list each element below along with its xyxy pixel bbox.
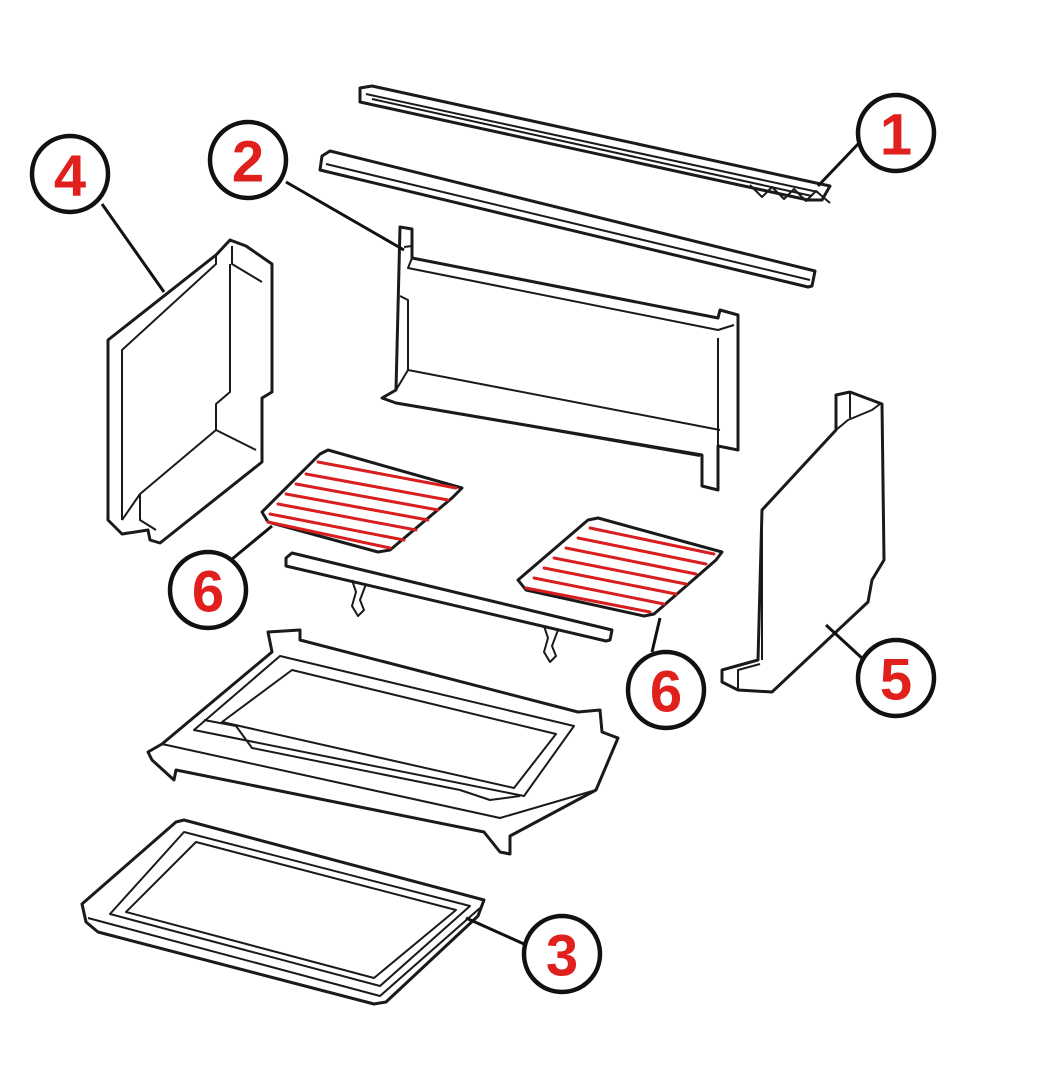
grate-frame-part (146, 628, 620, 856)
callout-circle (855, 637, 937, 719)
leader-1 (816, 140, 862, 188)
ash-pan-part (80, 818, 486, 1006)
callout-number-2: 2 (232, 130, 264, 195)
right-side-brick-part (720, 390, 886, 694)
leader-6a (225, 524, 273, 566)
callout-3: 3 (521, 913, 603, 995)
rear-brick-part (380, 225, 740, 492)
leader-5 (824, 623, 866, 662)
baffle-support-rod (318, 149, 817, 289)
leader-2 (285, 180, 405, 252)
left-grate-part (260, 448, 464, 554)
callout-number-6-left: 6 (192, 560, 224, 625)
top-baffle-part (358, 84, 832, 204)
callout-number-4: 4 (54, 144, 86, 209)
callout-6a: 6 (167, 549, 249, 631)
callout-6b: 6 (625, 649, 707, 731)
callout-number-6-right: 6 (650, 660, 682, 725)
callout-number-3: 3 (546, 924, 578, 989)
callout-number-1: 1 (880, 103, 912, 168)
callout-2: 2 (207, 119, 289, 201)
callout-circle (521, 913, 603, 995)
callout-circle (625, 649, 707, 731)
leader-3 (465, 916, 525, 946)
left-side-brick-part (106, 238, 274, 545)
leader-6b (650, 617, 662, 653)
callout-1: 1 (855, 92, 937, 174)
callout-5: 5 (855, 637, 937, 719)
callout-circle (207, 119, 289, 201)
callout-4: 4 (29, 133, 111, 215)
grate-support-bar (284, 551, 614, 663)
callout-number-5: 5 (880, 648, 912, 713)
leader-4 (100, 203, 166, 293)
callout-circle (855, 92, 937, 174)
callout-circle (167, 549, 249, 631)
callout-circle (29, 133, 111, 215)
right-grate-part (516, 516, 724, 618)
leader-lines (100, 140, 866, 946)
